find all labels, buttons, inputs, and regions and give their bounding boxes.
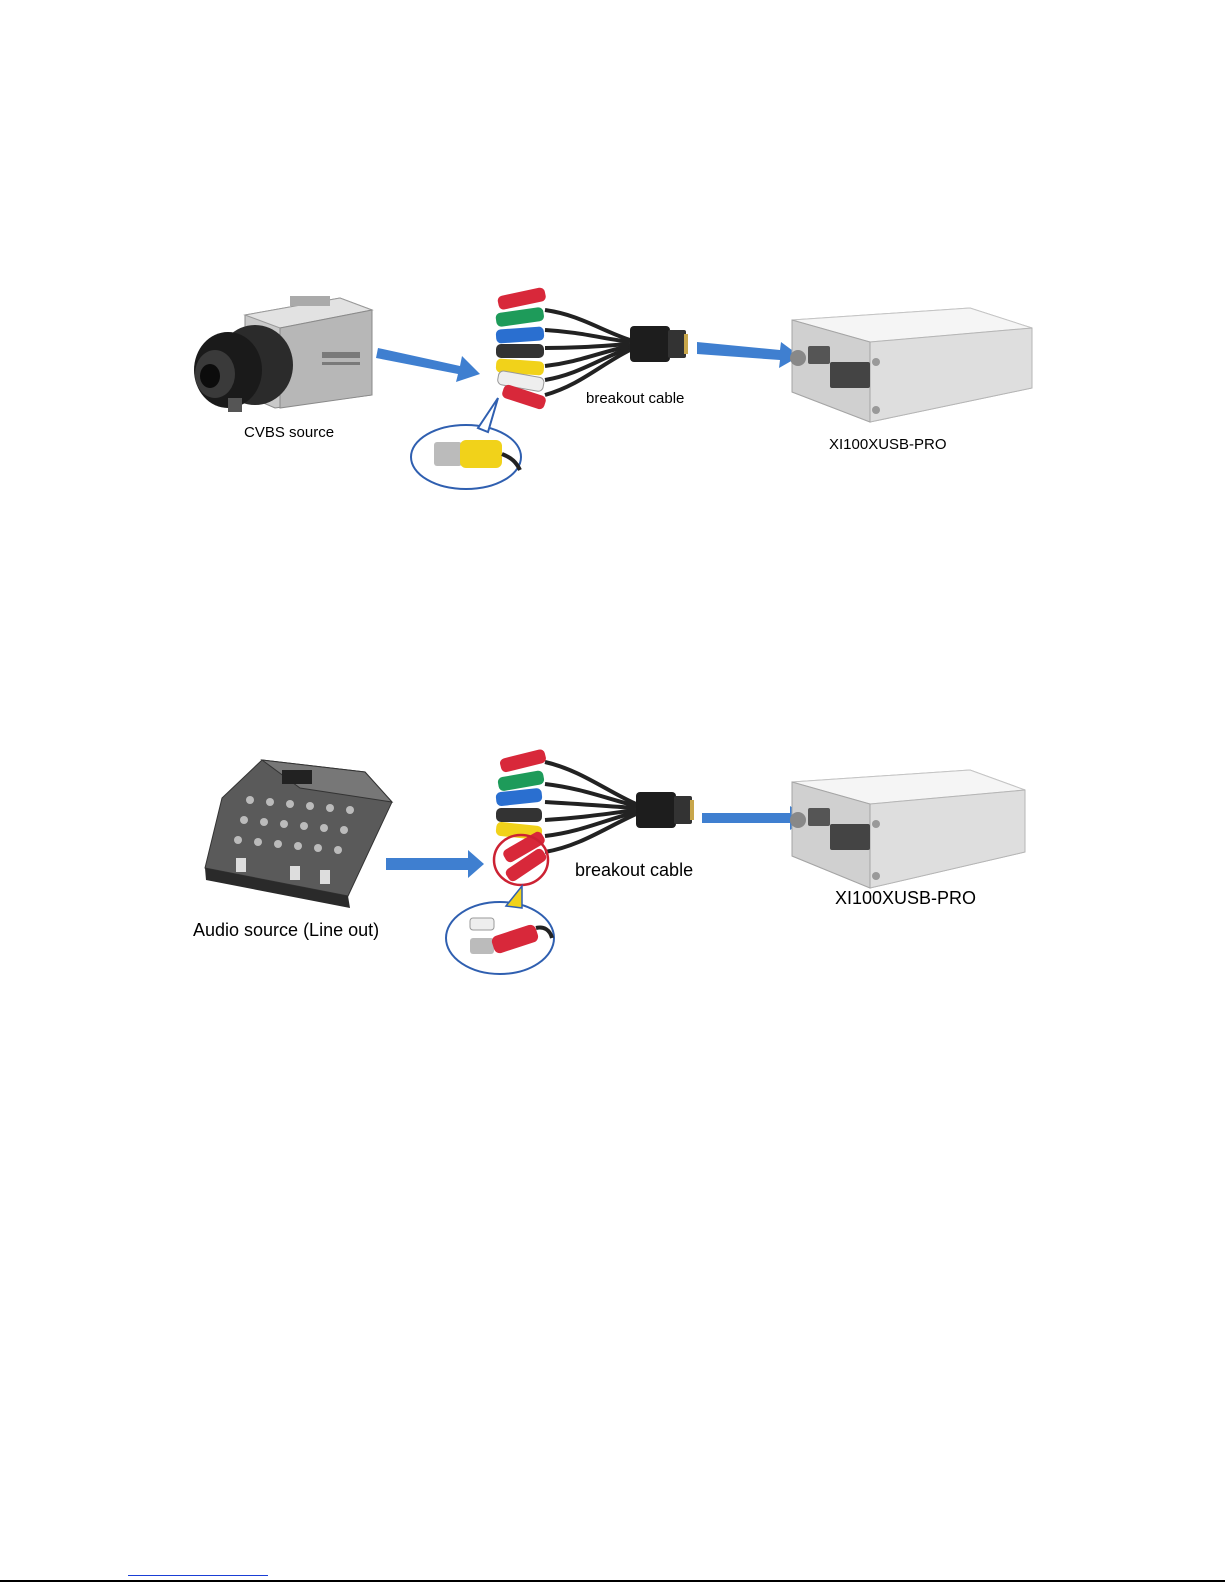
source-label: CVBS source: [244, 424, 334, 441]
arrow-icon: [386, 850, 484, 878]
camera-icon: [194, 296, 372, 412]
capture-device-icon: [790, 308, 1032, 422]
rca-plug-callout: [446, 886, 554, 974]
footer-link-underline: [128, 1575, 268, 1576]
cable-label: breakout cable: [575, 860, 693, 881]
cvbs-connection-diagram: CVBS source breakout cable XI100XUSB-PRO: [0, 270, 1225, 500]
arrow-icon: [376, 348, 480, 382]
source-label: Audio source (Line out): [193, 920, 379, 941]
audio-mixer-icon: [205, 760, 392, 908]
footer-rule: [0, 1580, 1225, 1582]
device-label: XI100XUSB-PRO: [835, 888, 976, 909]
rca-plug-icon: [460, 440, 502, 468]
audio-connection-diagram: Audio source (Line out) breakout cable X…: [0, 740, 1225, 990]
cable-label: breakout cable: [586, 390, 684, 407]
rca-plug-callout: [411, 398, 521, 489]
capture-device-icon: [790, 770, 1025, 888]
cvbs-diagram-graphics: [0, 270, 1225, 500]
device-label: XI100XUSB-PRO: [829, 436, 947, 453]
arrow-icon: [697, 342, 800, 368]
